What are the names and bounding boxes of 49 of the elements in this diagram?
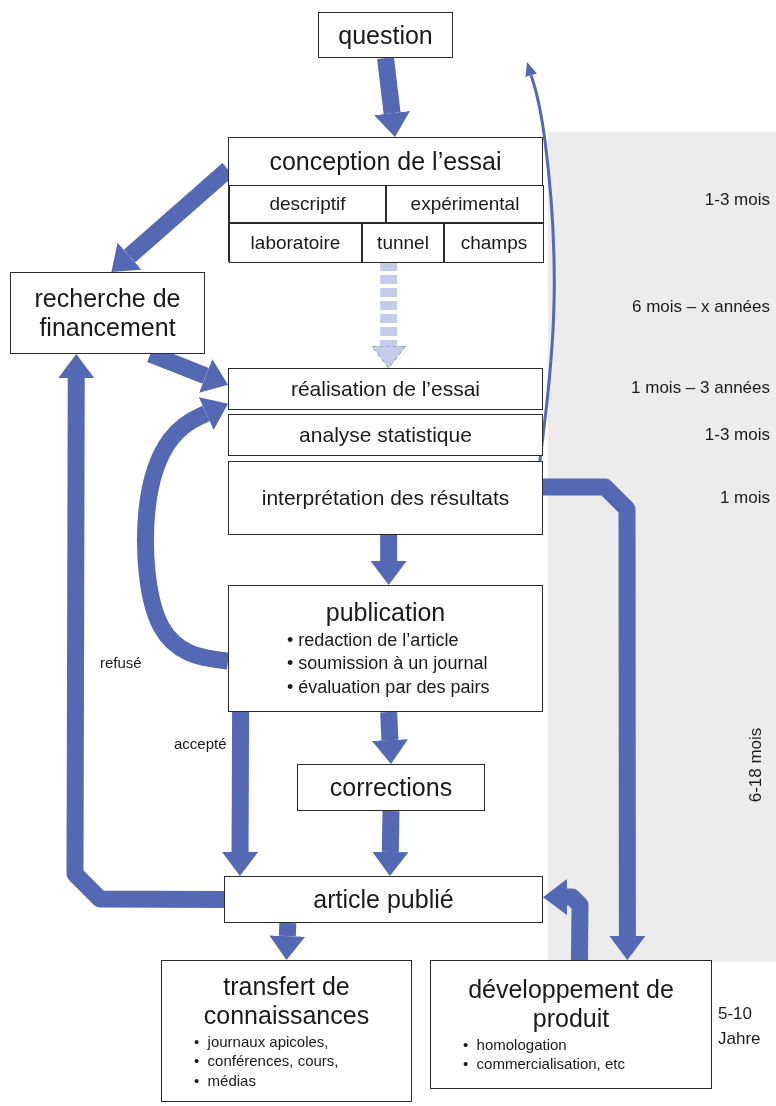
arrow — [137, 397, 230, 670]
duration-label: 6 mois – x années — [632, 297, 770, 317]
arrow — [58, 354, 225, 908]
box-heading: conception de l’essai — [269, 146, 502, 178]
bullet-item: • commercialisation, etc — [463, 1054, 625, 1074]
bullet-item: • médias — [194, 1070, 257, 1090]
process-box: corrections — [297, 764, 485, 811]
arrow — [371, 711, 408, 764]
process-box: interprétation des résultats — [228, 461, 543, 535]
duration-label: 1-3 mois — [704, 425, 770, 445]
edge-label: refusé — [98, 654, 144, 671]
process-box — [228, 137, 543, 262]
process-box — [228, 585, 543, 712]
duration-label: 1 mois — [719, 488, 770, 508]
bullet-item: • homologation — [463, 1034, 568, 1055]
process-box: question — [318, 12, 453, 58]
process-box — [161, 960, 412, 1102]
table-cell: expérimental — [386, 185, 544, 223]
arrow — [222, 711, 259, 876]
arrow — [372, 810, 409, 876]
duration-label: 1 mois – 3 années — [631, 378, 770, 398]
table-cell: laboratoire — [229, 223, 362, 263]
bullet-item: • conférences, cours, — [194, 1051, 339, 1071]
process-box: réalisation de l’essai — [228, 368, 543, 410]
box-heading: transfert de connaissances — [202, 972, 371, 1030]
arrow — [371, 262, 407, 369]
bullet-item: • évaluation par des pairs — [287, 675, 490, 699]
arrow — [370, 535, 407, 585]
bullet-item: • redaction de l’article — [287, 628, 460, 652]
process-box: article publié — [224, 876, 543, 923]
bullet-item: • journaux apicoles, — [194, 1031, 330, 1051]
table-cell: descriptif — [229, 185, 386, 223]
edge-label: accepté — [172, 735, 229, 752]
arrow — [543, 478, 646, 960]
duration-label: 1-3 mois — [704, 190, 770, 210]
box-heading: publication — [325, 598, 446, 627]
table-cell: tunnel — [362, 223, 444, 263]
duration-label: 5-10 Jahre — [718, 1003, 762, 1050]
box-heading: développement de produit — [467, 975, 675, 1033]
arrow — [543, 879, 589, 961]
bullet-item: • soumission à un journal — [287, 652, 489, 676]
arrow — [269, 922, 306, 960]
process-box: recherche de financement — [10, 272, 205, 354]
process-box — [430, 960, 712, 1089]
arrow — [525, 62, 556, 462]
arrow — [374, 57, 410, 137]
table-cell: champs — [444, 223, 544, 263]
duration-label: 6-18 mois — [746, 726, 766, 805]
process-box: analyse statistique — [228, 414, 543, 456]
